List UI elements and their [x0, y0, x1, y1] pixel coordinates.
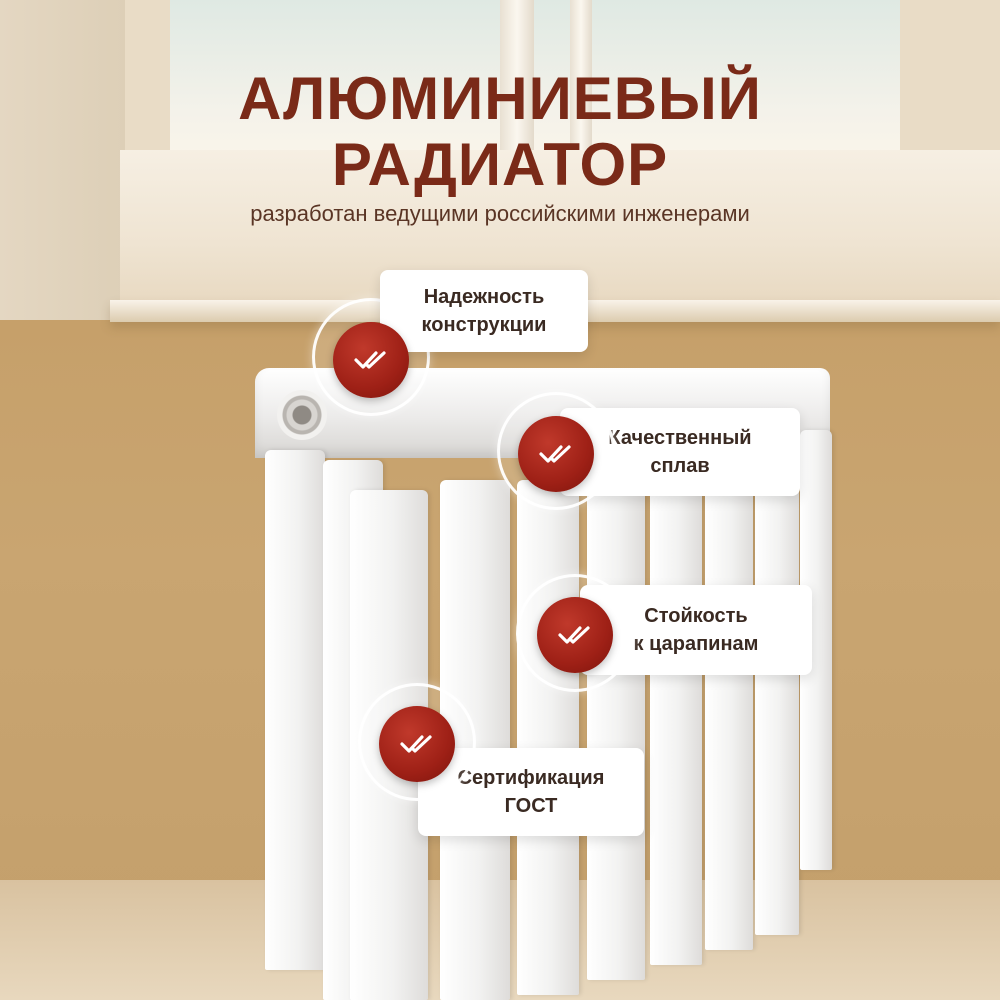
double-check-icon [379, 706, 455, 782]
feature-label-line1: Качественный [608, 427, 752, 449]
window [170, 0, 900, 160]
double-check-icon [518, 416, 594, 492]
feature-label-line2: сплав [650, 455, 710, 477]
radiator-fin [587, 480, 645, 980]
feature-label-line1: Надежность [423, 286, 545, 308]
radiator-fin [265, 450, 325, 970]
double-check-icon [333, 322, 409, 398]
double-check-icon [537, 597, 613, 673]
feature-label-line1: Стойкость [644, 605, 748, 627]
radiator-pipe [277, 390, 327, 440]
radiator-fin [517, 480, 579, 995]
feature-label-line2: конструкции [421, 314, 547, 336]
window-frame [500, 0, 534, 160]
feature-label-line2: к царапинам [633, 633, 759, 655]
radiator-fin [650, 480, 702, 965]
radiator-fin [755, 480, 799, 935]
feature-label-line1: Сертификация [457, 767, 605, 789]
feature-label: Надежность конструкции [380, 270, 588, 352]
radiator-fin [705, 480, 753, 950]
window-frame [570, 0, 592, 160]
feature-label-line2: ГОСТ [504, 795, 558, 817]
page-title-line1: АЛЮМИНИЕВЫЙ [238, 65, 762, 132]
page-subtitle: разработан ведущими российскими инженера… [250, 201, 750, 226]
page-title-line2: РАДИАТОР [331, 131, 669, 198]
